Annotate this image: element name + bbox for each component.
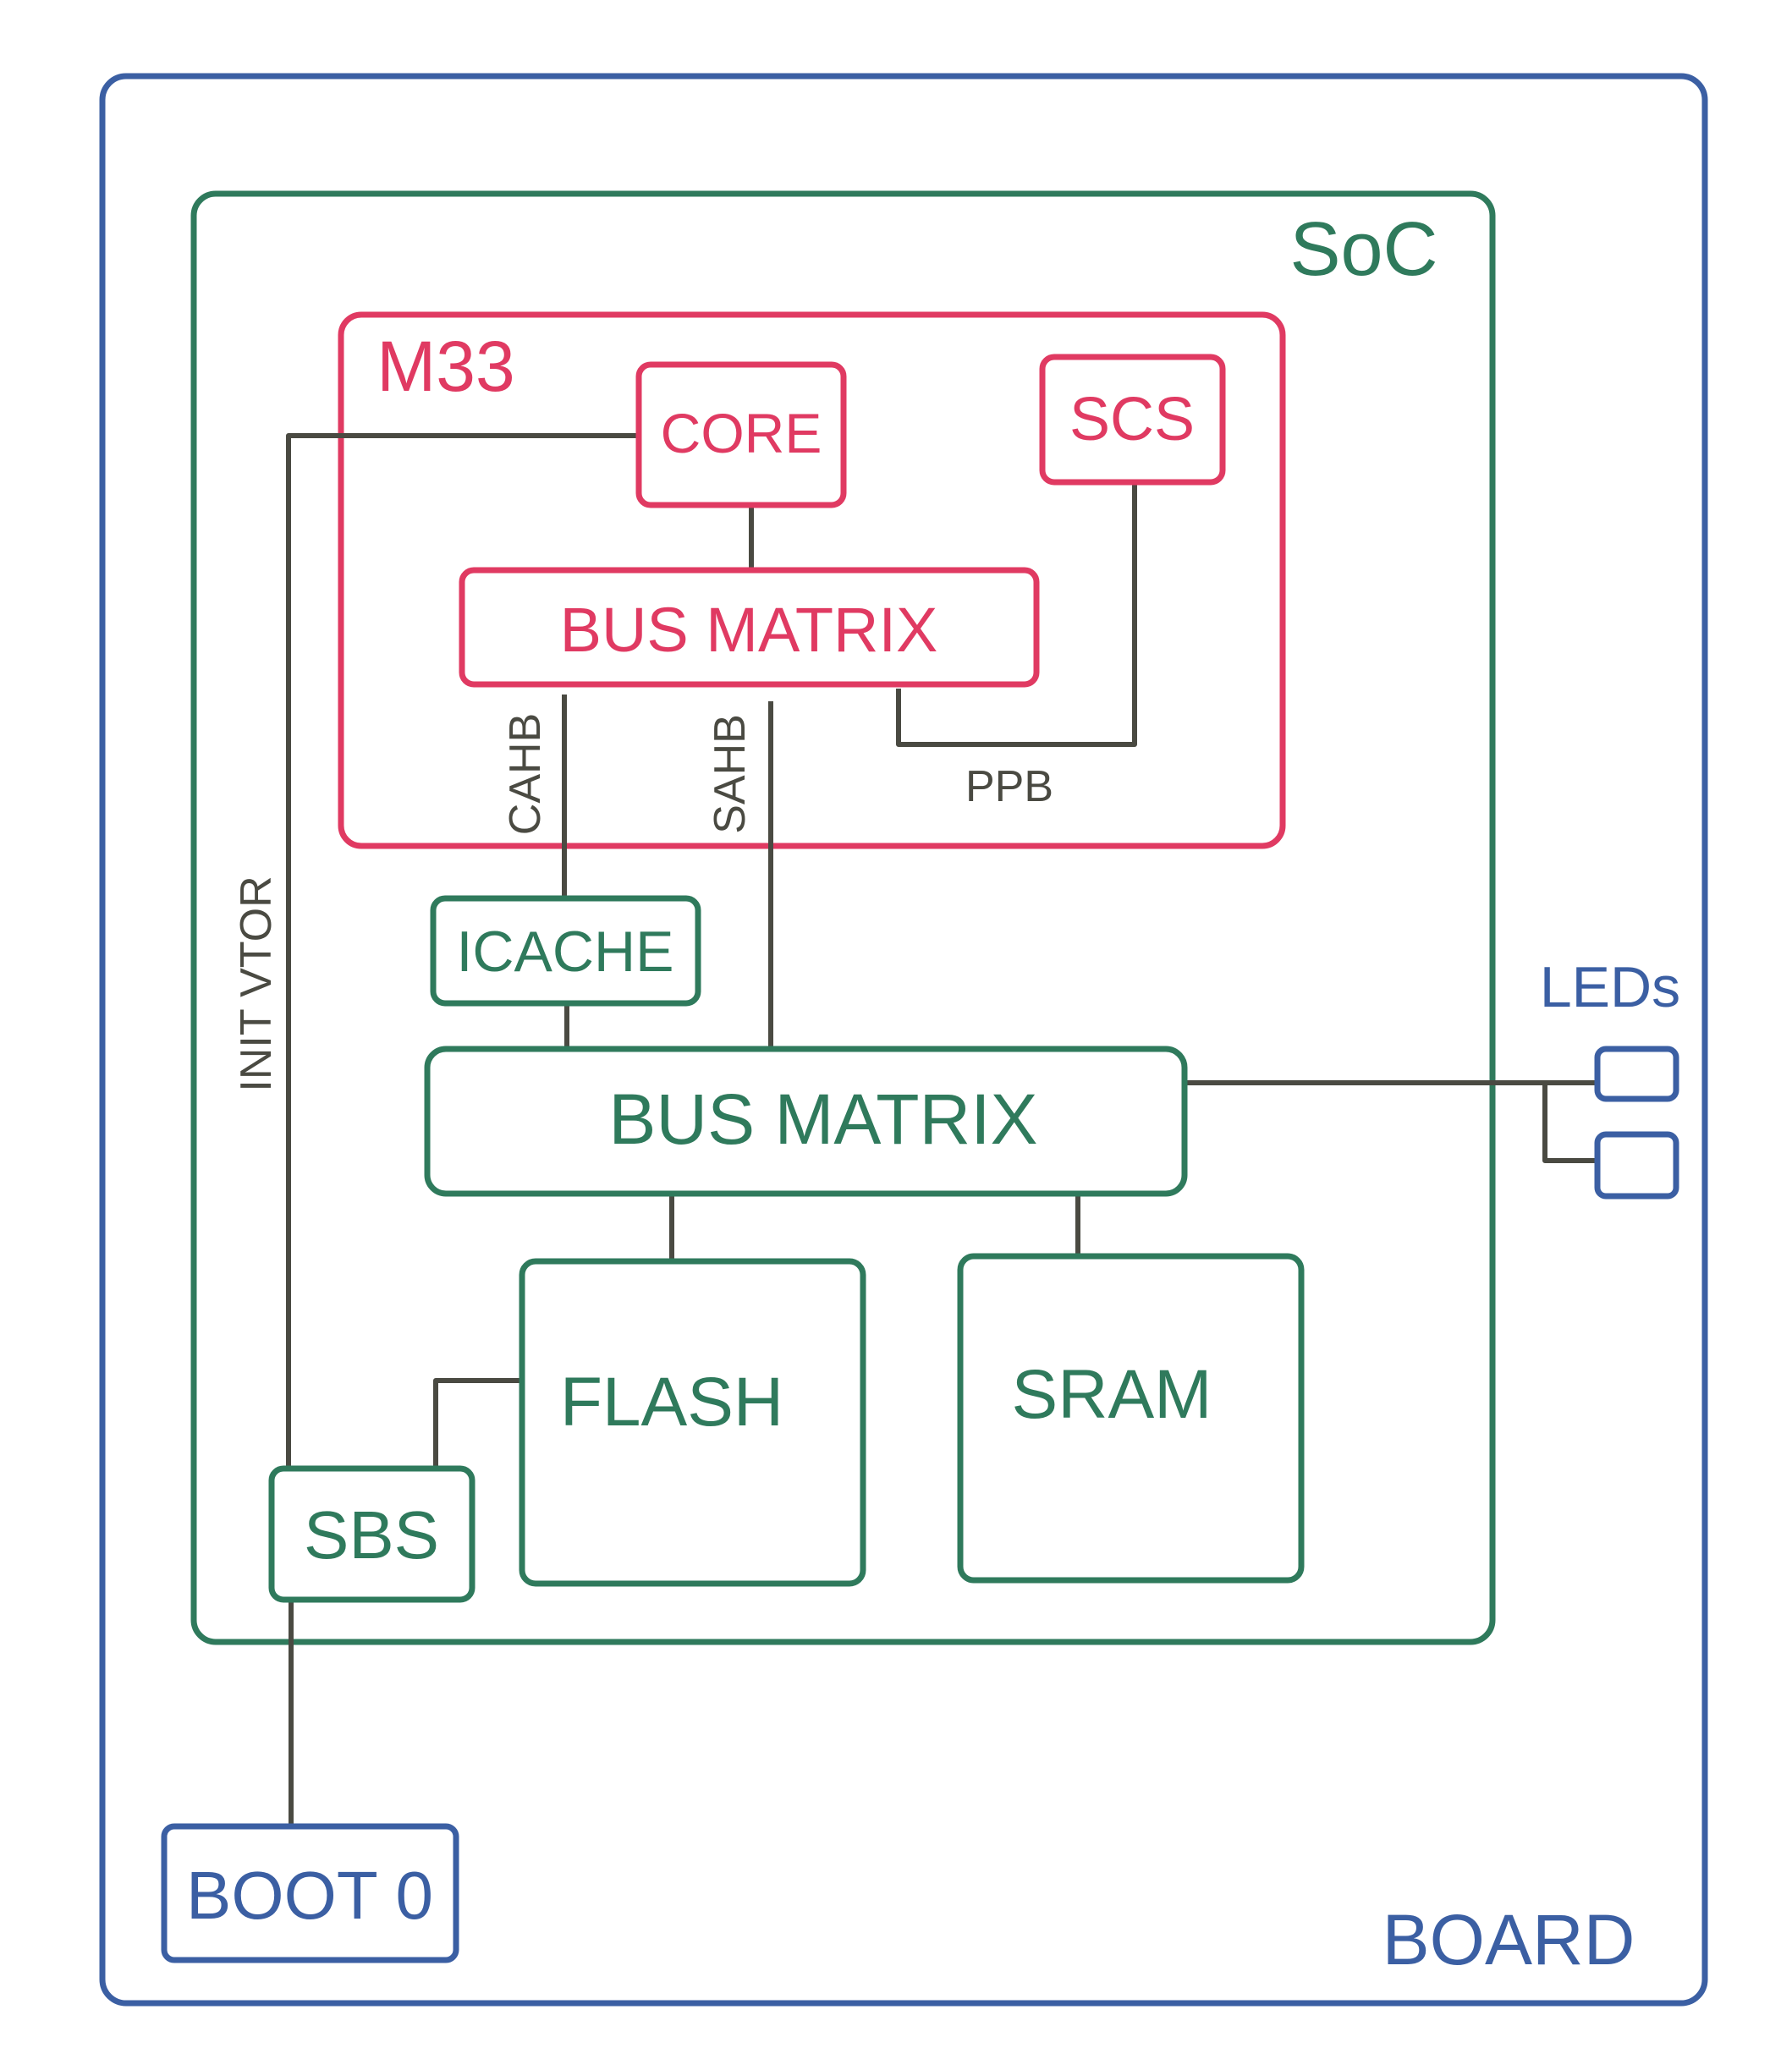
soc-label: SoC (1289, 207, 1437, 292)
board-label: BOARD (1382, 1900, 1635, 1979)
sram-block: SRAM (957, 1253, 1305, 1584)
init-vtor-wire (286, 433, 639, 1469)
leds-label: LEDs (1540, 955, 1680, 1019)
scs-block: SCS (1039, 354, 1226, 486)
icache-block: ICACHE (430, 895, 701, 1007)
boot0-button: BOOT 0 (161, 1823, 459, 1963)
core-block: CORE (635, 361, 847, 508)
flash-sbs-wire (433, 1378, 522, 1469)
icache-label: ICACHE (457, 920, 674, 984)
sram-label: SRAM (1012, 1356, 1212, 1433)
sbs-label: SBS (304, 1497, 439, 1573)
led-2 (1594, 1131, 1679, 1200)
m33-bus-matrix-label: BUS MATRIX (560, 595, 938, 665)
boot0-label: BOOT 0 (186, 1858, 433, 1933)
scs-label: SCS (1069, 386, 1195, 453)
flash-label: FLASH (560, 1364, 783, 1441)
led-1 (1594, 1046, 1679, 1102)
soc-box (190, 190, 1496, 1645)
m33-label: M33 (377, 327, 514, 406)
cahb-label: CAHB (501, 713, 550, 835)
ppb-wire (896, 482, 1137, 747)
init-vtor-label: INIT VTOR (232, 876, 281, 1091)
bus-matrix-label: BUS MATRIX (608, 1079, 1037, 1159)
ppb-label: PPB (965, 762, 1053, 811)
flash-block: FLASH (519, 1258, 866, 1587)
m33-bus-matrix-block: BUS MATRIX (459, 567, 1040, 688)
m33-box (338, 311, 1286, 849)
leds-wire (1185, 1080, 1597, 1163)
bus-matrix-block: BUS MATRIX (424, 1046, 1188, 1197)
sahb-label: SAHB (706, 714, 755, 834)
sbs-block: SBS (268, 1465, 475, 1603)
core-label: CORE (661, 402, 822, 464)
board-box (99, 73, 1708, 2007)
